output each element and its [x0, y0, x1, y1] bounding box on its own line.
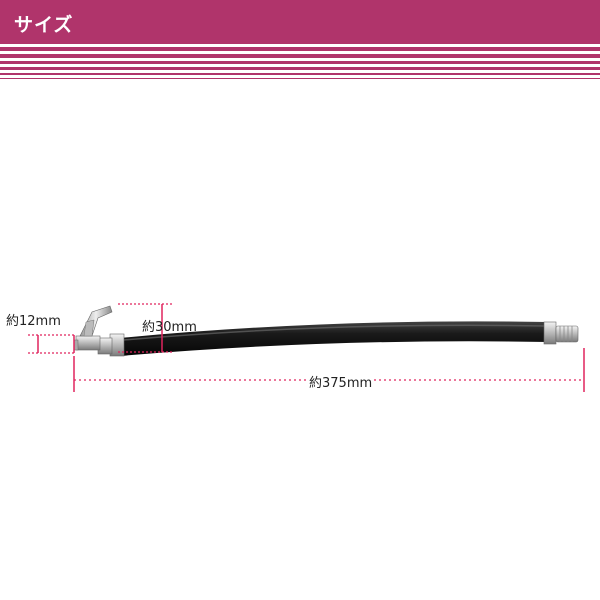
stripe	[0, 61, 600, 64]
chuck-head	[75, 335, 101, 351]
air-chuck-clip	[73, 305, 125, 357]
hose-highlight	[123, 324, 547, 341]
dim-label-375mm: 約375mm	[307, 372, 375, 391]
hose-end-fitting	[543, 321, 579, 345]
stripe	[0, 47, 600, 51]
dim-label-12mm: 約12mm	[6, 310, 61, 329]
page-title: サイズ	[14, 14, 74, 36]
fitting-collar	[543, 321, 557, 345]
hose-body	[120, 321, 548, 356]
decorative-stripes	[0, 44, 600, 80]
stripe	[0, 67, 600, 70]
stripe	[0, 78, 600, 79]
title-banner: サイズ	[0, 0, 600, 44]
stripe	[0, 73, 600, 75]
air-hose	[120, 321, 548, 356]
chuck-spring	[83, 319, 95, 337]
dim-label-30mm: 約30mm	[142, 320, 197, 335]
stripe	[0, 54, 600, 58]
fitting-thread	[555, 325, 579, 343]
